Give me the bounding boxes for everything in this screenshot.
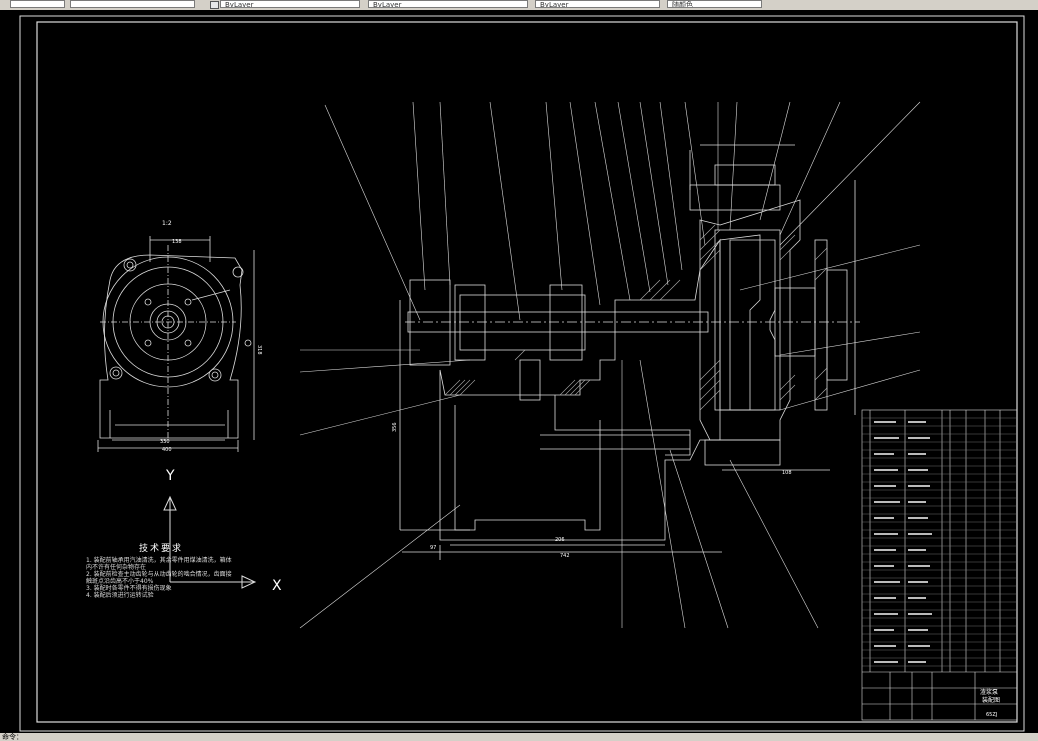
- cad-drawing: 1:2 138 330 400 318 Y X: [19, 15, 1025, 732]
- dim-main-bottom1: 206: [555, 537, 565, 543]
- technical-note: 4. 装配后须进行运转试验: [86, 592, 154, 599]
- title-block-subtitle: 装配图: [982, 696, 1000, 704]
- dim-side-top: 138: [172, 239, 182, 245]
- title-block-code: 65ZJ: [986, 712, 997, 718]
- dim-main-bottom2: 742: [560, 553, 570, 559]
- ucs-y-label: Y: [165, 468, 175, 484]
- technical-note: 2. 装配前检查主动齿轮与从动齿轮的啮合情况，齿面接触斑点沿齿高不小于40%: [86, 571, 232, 585]
- drawing-canvas[interactable]: 1:2 138 330 400 318 Y X: [0, 10, 1038, 733]
- dim-side-right: 318: [256, 345, 262, 355]
- command-line[interactable]: 命令：: [0, 733, 1038, 741]
- view-scale-label: 1:2: [162, 220, 172, 227]
- color-dropdown[interactable]: ByLayer: [220, 0, 360, 8]
- dim-main-bottom3: 97: [430, 545, 436, 551]
- color-icon[interactable]: [210, 1, 219, 9]
- lineweight-dropdown[interactable]: ByLayer: [535, 0, 660, 8]
- inner-border: [36, 21, 1018, 723]
- title-block: [862, 671, 1017, 720]
- parts-list: [861, 409, 1018, 721]
- parts-list-rows: [862, 417, 1017, 667]
- main-section-view: [399, 144, 860, 560]
- technical-notes-title: 技术要求: [138, 544, 183, 554]
- section-hatching: [444, 224, 828, 411]
- technical-notes: 技术要求 1. 装配前轴承用汽油清洗，其余零件用煤油清洗，箱体内不许有任何杂物存…: [86, 544, 236, 599]
- plotstyle-dropdown[interactable]: 随颜色: [667, 0, 762, 8]
- technical-note: 3. 装配时各零件不得有损伤现象: [86, 585, 172, 592]
- technical-note: 1. 装配前轴承用汽油清洗，其余零件用煤油清洗，箱体内不许有任何杂物存在: [86, 557, 232, 571]
- outer-border: [19, 15, 1025, 732]
- ucs-x-label: X: [272, 578, 282, 594]
- layer-state-dropdown[interactable]: [70, 0, 195, 8]
- dim-side-bottom2: 400: [162, 447, 172, 453]
- dim-main-left: 356: [392, 422, 398, 432]
- linetype-dropdown[interactable]: ByLayer: [368, 0, 528, 8]
- side-view: [97, 236, 255, 452]
- leader-lines: [299, 101, 921, 629]
- ucs-icon: [163, 495, 257, 589]
- parts-list-text-marks: [874, 421, 932, 663]
- layer-dropdown[interactable]: [10, 0, 65, 8]
- title-block-name: 渣浆泵: [980, 688, 998, 696]
- dim-main-right: 108: [782, 470, 792, 476]
- dim-side-bottom1: 330: [160, 439, 170, 445]
